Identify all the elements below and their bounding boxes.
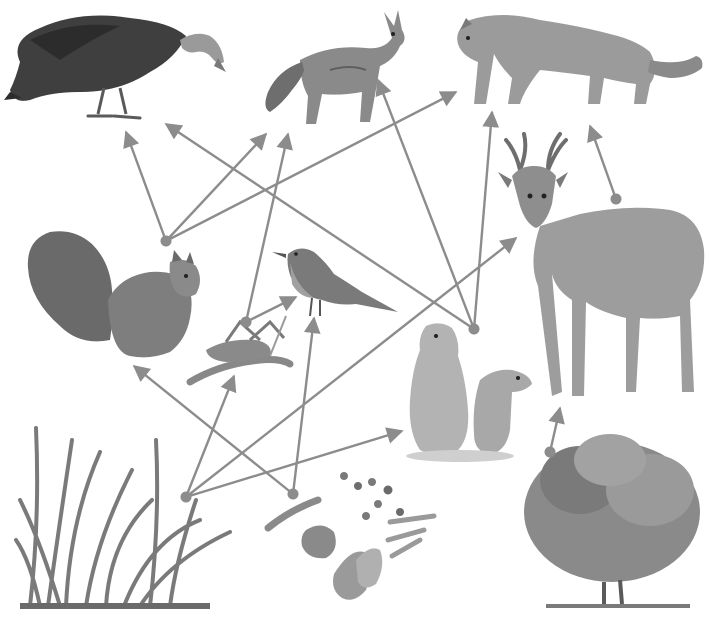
arrow-origin-dot-grasshopper [241,317,252,328]
grass-icon [16,428,230,606]
arrow-shrub-to-deer [550,408,560,452]
arrow-origin-dot-shrub [545,447,556,458]
vulture-icon [4,16,226,118]
arrow-origin-dot-squirrel [161,236,172,247]
prairie-dogs-icon [406,323,532,462]
arrow-origin-dot-prairie-dogs [469,324,480,335]
arrow-origin-dot-seeds [288,489,299,500]
robin-icon [272,248,398,316]
arrow-squirrel-to-fox [166,134,266,241]
arrow-grasshopper-to-robin [246,297,296,322]
grasshopper-icon [190,316,290,382]
squirrel-icon [28,231,200,357]
arrow-seeds-to-robin [293,318,314,494]
fox-icon [265,10,404,124]
arrow-grasshopper-to-fox [246,134,288,322]
arrow-squirrel-to-vulture [126,132,166,241]
deer-icon [498,134,704,396]
arrow-deer-to-cougar [590,126,616,199]
cougar-icon [457,15,702,104]
shrub-icon [524,434,700,606]
arrow-prairie-dogs-to-cougar [474,112,492,329]
arrow-prairie-dogs-to-fox [378,80,474,329]
arrow-origin-dot-grass [181,492,192,503]
arrow-origin-dot-deer [611,194,622,205]
